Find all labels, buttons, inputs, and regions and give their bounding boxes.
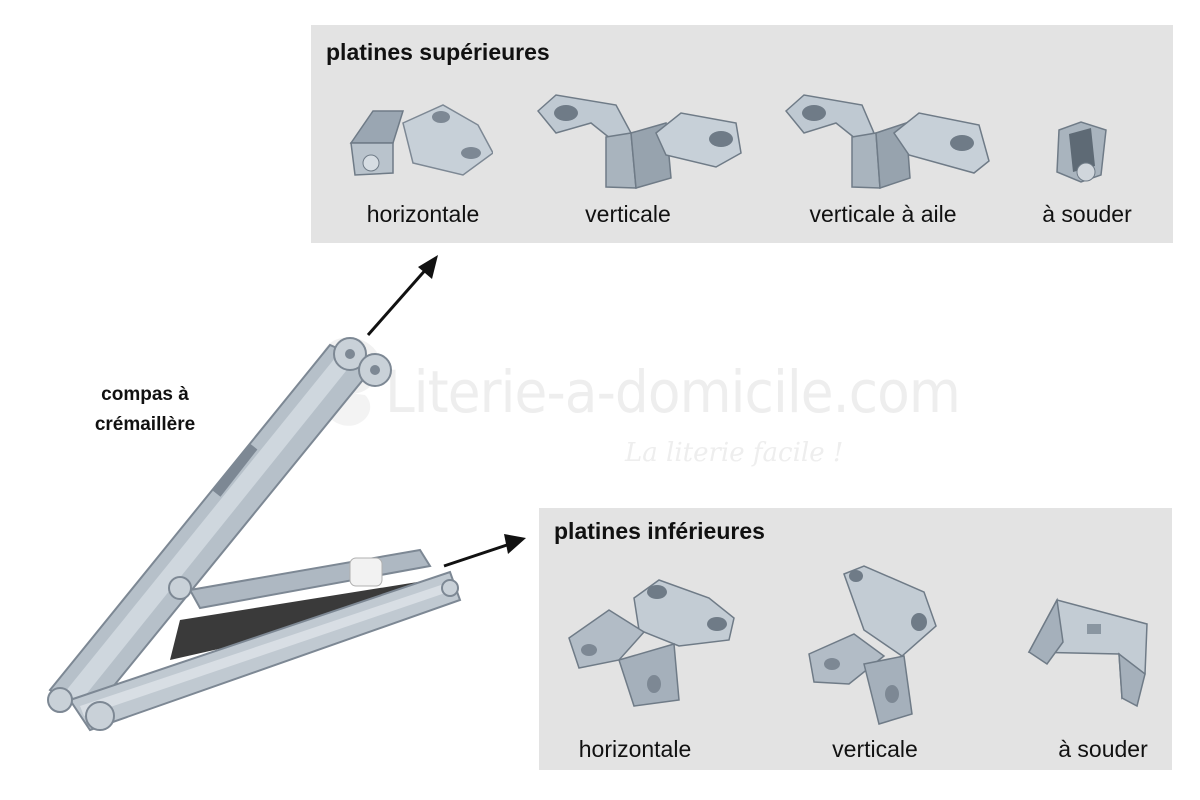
lower-plate-label: verticale xyxy=(832,736,918,762)
watermark-site: Literie-a-domicile.com xyxy=(385,358,961,426)
weld-upper-plate-icon xyxy=(1051,120,1111,190)
upper-plates-title: platines supérieures xyxy=(326,39,550,65)
lower-plate-label: horizontale xyxy=(578,736,692,762)
horizontal-lower-plate-icon xyxy=(559,578,739,708)
upper-plates-panel: platines supérieures horizontale vertica… xyxy=(311,25,1173,243)
arrow-to-lower-icon xyxy=(443,534,526,568)
vertical-wing-upper-plate-icon xyxy=(784,93,994,193)
horizontal-upper-plate-icon xyxy=(343,103,493,183)
arrow-to-upper-icon xyxy=(366,255,438,336)
compass-label-line2: crémaillère xyxy=(94,414,196,435)
vertical-upper-plate-icon xyxy=(536,93,746,193)
weld-lower-plate-icon xyxy=(1027,594,1157,714)
upper-plate-label: horizontale xyxy=(366,201,480,227)
compass-label: compas à crémaillère xyxy=(80,380,210,440)
lower-plates-panel: platines inférieures horizontale vertica… xyxy=(539,508,1172,770)
upper-plate-label: à souder xyxy=(1042,201,1132,227)
upper-plate-label: verticale xyxy=(585,201,671,227)
lower-plate-label: à souder xyxy=(1058,736,1148,762)
lower-plates-title: platines inférieures xyxy=(554,518,765,544)
watermark-tagline: La literie facile ! xyxy=(625,438,844,468)
watermark: Literie-a-domicile.com La literie facile… xyxy=(285,330,961,480)
compass-label-line1: compas à xyxy=(101,384,189,405)
folding-stay-compass-icon xyxy=(47,337,462,732)
upper-plate-label: verticale à aile xyxy=(809,201,957,227)
vertical-lower-plate-icon xyxy=(804,564,944,729)
